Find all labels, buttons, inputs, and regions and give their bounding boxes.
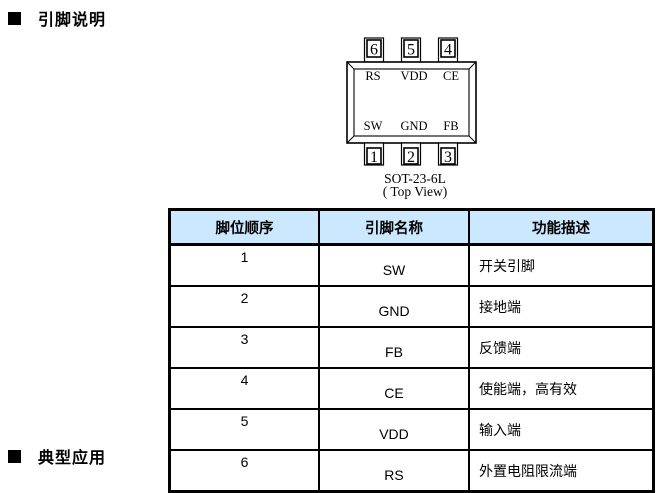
square-bullet-icon (8, 449, 21, 463)
table-header-row: 脚位顺序 引脚名称 功能描述 (168, 208, 655, 246)
square-bullet-icon (8, 11, 21, 25)
pin-number-box (403, 147, 419, 165)
package-body (346, 61, 477, 144)
section-heading: 引脚说明 (8, 6, 106, 30)
cell-pin-order: 5 (168, 408, 320, 451)
package-name: SOT-23-6L (384, 171, 446, 186)
table-row: 3 FB 反馈端 (168, 326, 655, 369)
cell-pin-order: 6 (168, 449, 320, 493)
pin-number-box (403, 39, 419, 58)
cell-pin-name: RS (318, 449, 470, 493)
cell-description: 反馈端 (468, 326, 655, 369)
package-view-label: ( Top View) (383, 184, 448, 199)
cell-pin-order: 1 (168, 243, 320, 287)
pin-number: 4 (444, 42, 452, 59)
pin-number-box (440, 39, 456, 58)
table-row: 5 VDD 输入端 (168, 408, 655, 451)
cell-pin-order: 3 (168, 326, 320, 369)
pin-description-table: 脚位顺序 引脚名称 功能描述 1 SW 开关引脚 2 GND 接地端 3 FB … (168, 208, 655, 493)
package-pinout-diagram: 6 5 4 RS VDD CE SW GND FB 1 2 3 (346, 37, 477, 199)
section-heading-text: 引脚说明 (38, 12, 107, 29)
pin-label-ce: CE (443, 69, 459, 83)
pin-3: 3 (437, 142, 459, 166)
table-row: 6 RS 外置电阻限流端 (168, 449, 655, 493)
pin-4: 4 (437, 37, 459, 63)
cell-pin-order: 4 (168, 367, 320, 410)
pin-number: 5 (407, 42, 415, 59)
header-description: 功能描述 (468, 208, 655, 246)
pin-number-box (440, 147, 456, 165)
pin-label-fb: FB (443, 119, 458, 133)
cell-pin-name: SW (318, 243, 470, 287)
cell-description: 接地端 (468, 285, 655, 328)
pin-label-gnd: GND (400, 119, 427, 133)
header-pin-order: 脚位顺序 (168, 208, 320, 246)
pin-number: 1 (370, 149, 378, 166)
table-row: 1 SW 开关引脚 (168, 243, 655, 287)
cell-description: 输入端 (468, 408, 655, 451)
header-pin-name: 引脚名称 (318, 208, 470, 246)
cell-description: 外置电阻限流端 (468, 449, 655, 493)
cell-pin-order: 2 (168, 285, 320, 328)
pin-5: 5 (400, 37, 422, 63)
table-row: 4 CE 使能端，高有效 (168, 367, 655, 410)
pin-number-box (366, 147, 382, 165)
pin-6: 6 (363, 37, 385, 63)
pin-number: 2 (407, 149, 415, 166)
cell-pin-name: CE (318, 367, 470, 410)
cell-pin-name: VDD (318, 408, 470, 451)
pin-1: 1 (363, 142, 385, 166)
pin-2: 2 (400, 142, 422, 166)
cell-pin-name: FB (318, 326, 470, 369)
pin-label-vdd: VDD (400, 69, 427, 83)
pin-label-rs: RS (365, 69, 380, 83)
cell-description: 开关引脚 (468, 243, 655, 287)
datasheet-page: { "page": { "heading": "引脚说明", "partial_… (8, 6, 655, 493)
table-row: 2 GND 接地端 (168, 285, 655, 328)
cell-pin-name: GND (318, 285, 470, 328)
cell-description: 使能端，高有效 (468, 367, 655, 410)
pin-number-box (366, 39, 382, 58)
pin-label-sw: SW (364, 119, 383, 133)
pin-number: 3 (444, 149, 452, 166)
pin-number: 6 (370, 42, 378, 59)
